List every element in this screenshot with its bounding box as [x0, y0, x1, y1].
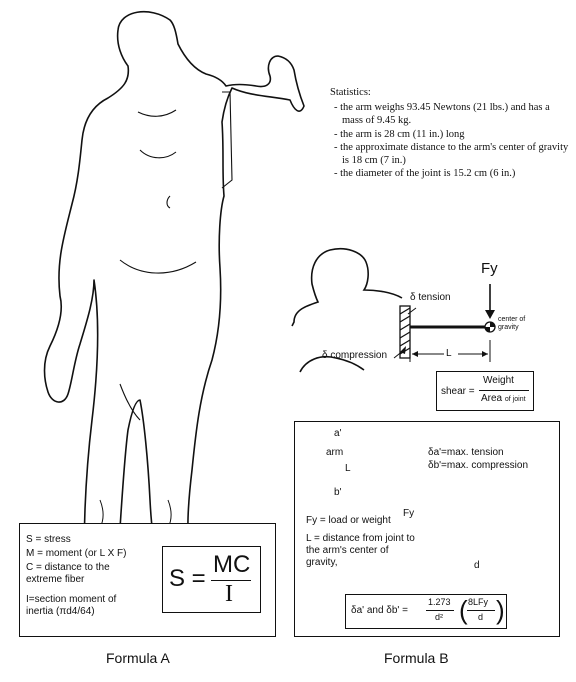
formula-a-box: S = stress M = moment (or L X F) C = dis… — [19, 523, 276, 637]
coef-numerator: 1.273 — [428, 597, 451, 607]
shoulder-joint-hatch — [399, 305, 411, 359]
shoulder-figure — [291, 247, 403, 373]
left-paren: ( — [459, 595, 468, 625]
statistics-block: Statistics: - the arm weighs 93.45 Newto… — [330, 86, 570, 180]
tension-label: δ tension — [410, 292, 451, 303]
compression-label: δ compression — [322, 350, 388, 361]
formula-lhs: S = — [169, 565, 206, 592]
coef-denominator: d² — [435, 612, 444, 622]
formula-denominator: I — [225, 581, 233, 607]
definition-distance: C = distance to the extreme fiber — [26, 562, 110, 585]
b-prime-label: b' — [334, 487, 342, 498]
shear-formula-box: shear = Weight Area of joint — [436, 371, 534, 411]
formula-b-equation: δa' and δb' = 1.273 d² ( 8LFy d ) — [345, 594, 507, 629]
frac-denominator: d — [478, 612, 484, 622]
fy-definition: Fy = load or weight — [306, 515, 391, 526]
fraction-bar — [211, 580, 251, 581]
beam-force-label: Fy — [403, 508, 415, 519]
formula-b-lhs: δa' and δb' = — [351, 605, 408, 616]
formula-b-caption: Formula B — [384, 650, 449, 666]
statue-figure — [43, 11, 305, 621]
diameter-label: d — [474, 560, 480, 571]
shear-prefix: shear = — [441, 386, 475, 397]
l-definition: L = distance from joint to the arm's cen… — [306, 533, 415, 568]
fraction-bar — [479, 390, 529, 391]
formula-a-caption: Formula A — [106, 650, 170, 666]
statistics-heading: Statistics: — [330, 87, 371, 98]
shear-numerator: Weight — [483, 375, 514, 386]
fraction-bar — [467, 610, 495, 611]
compression-definition: δb'=max. compression — [428, 460, 529, 471]
fraction-bar — [426, 610, 454, 611]
force-label: Fy — [481, 260, 498, 277]
statistics-item: - the arm weighs 93.45 Newtons (21 lbs.)… — [334, 102, 550, 127]
cog-label: center of gravity — [498, 316, 526, 331]
statistics-item: - the arm is 28 cm (11 in.) long — [334, 128, 465, 140]
shear-denominator: Area of joint — [481, 393, 526, 404]
length-label: L — [446, 348, 452, 359]
arm-label: arm — [326, 447, 344, 458]
tension-definition: δa'=max. tension — [428, 447, 504, 458]
statistics-item: - the diameter of the joint is 15.2 cm (… — [334, 168, 516, 180]
definition-inertia: I=section moment of inertia (πd4/64) — [26, 594, 117, 617]
center-of-gravity-icon — [484, 321, 496, 333]
statistics-item: - the approximate distance to the arm's … — [334, 141, 569, 167]
definition-moment: M = moment (or L X F) — [26, 548, 127, 559]
frac-numerator: 8LFy — [468, 597, 489, 607]
formula-a-equation: S = MC I — [162, 546, 261, 613]
definition-stress: S = stress — [26, 534, 71, 545]
formula-numerator: MC — [213, 551, 251, 578]
right-paren: ) — [496, 595, 505, 625]
a-prime-label: a' — [334, 428, 342, 439]
beam-length-label: L — [345, 463, 351, 474]
